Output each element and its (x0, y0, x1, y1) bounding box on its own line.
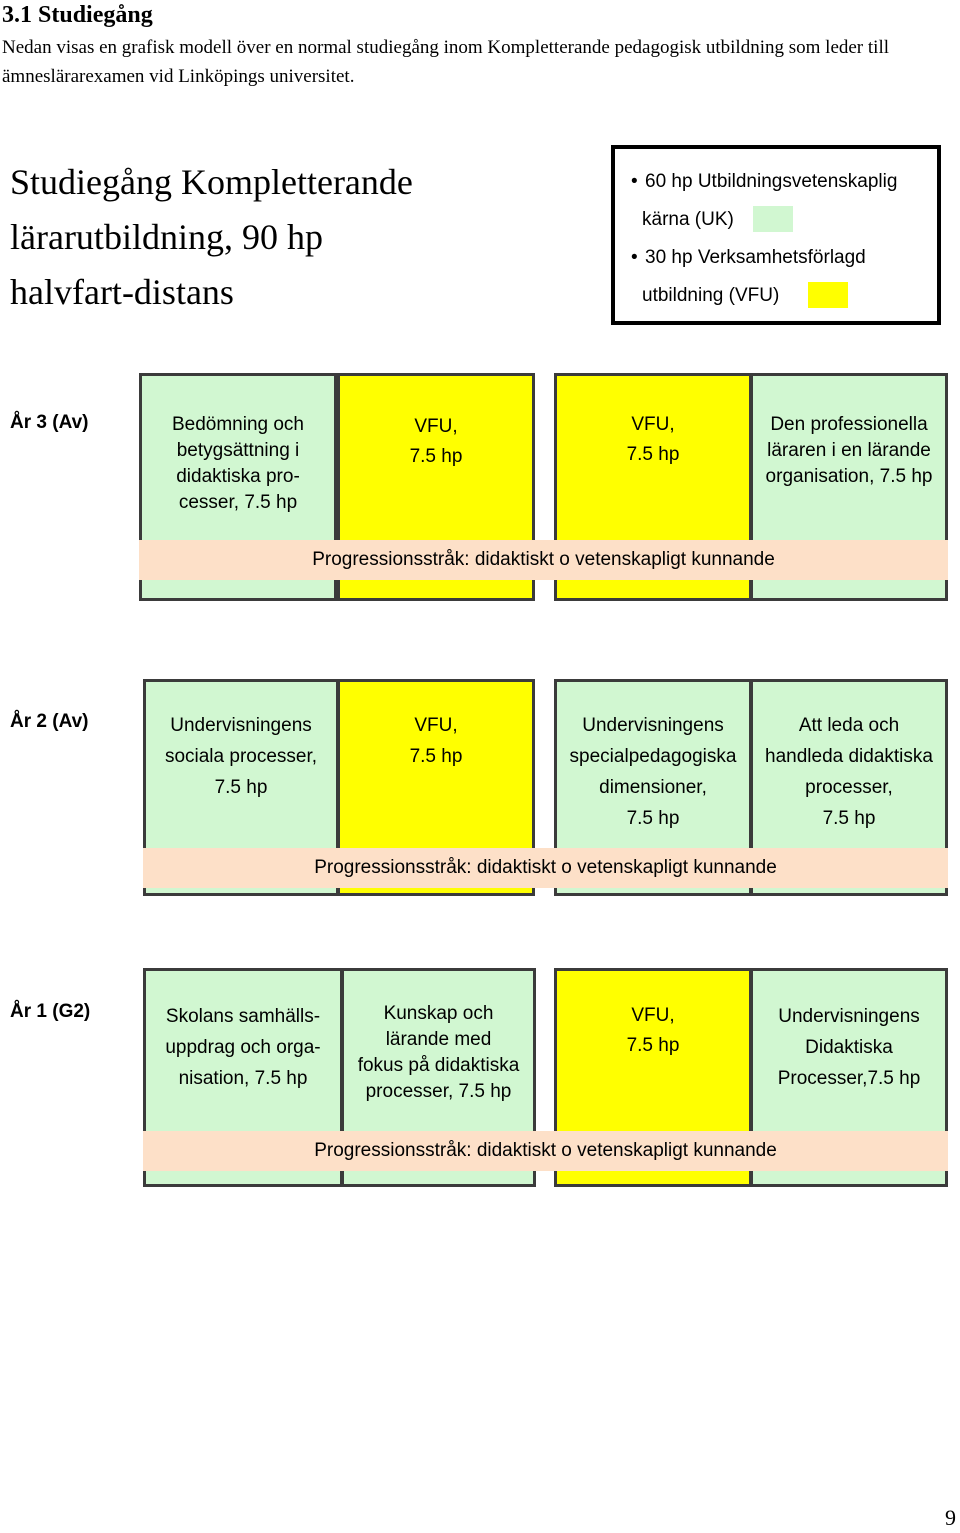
progression-strand: Progressionsstråk: didaktiskt o vetenska… (143, 848, 948, 888)
progression-strand: Progressionsstråk: didaktiskt o vetenska… (143, 1131, 948, 1171)
legend-item-uk-line-1: •60 hp Utbildningsvetenskaplig (631, 171, 898, 192)
diagram-title-line-1: Studiegång Kompletterande (10, 162, 413, 202)
progression-strand: Progressionsstråk: didaktiskt o vetenska… (139, 540, 948, 580)
year-label-3: År 3 (Av) (10, 412, 89, 433)
legend-item-vfu-line-1: •30 hp Verksamhetsförlagd (631, 247, 866, 268)
legend-box: •60 hp Utbildningsvetenskaplig kärna (UK… (611, 145, 941, 325)
page-number: 9 (945, 1505, 956, 1530)
diagram-title-line-3: halvfart-distans (10, 272, 234, 312)
legend-swatch-vfu (808, 282, 848, 308)
legend-swatch-uk (753, 206, 793, 232)
diagram-title-line-2: lärarutbildning, 90 hp (10, 217, 323, 257)
legend-bullet: • (631, 171, 638, 192)
legend-bullet: • (631, 247, 638, 268)
year-label-2: År 2 (Av) (10, 711, 89, 732)
section-heading: 3.1 Studiegång (2, 2, 153, 28)
diagram-title: Studiegång Kompletterande lärarutbildnin… (10, 155, 570, 320)
legend-item-vfu-line-2: utbildning (VFU) (642, 285, 780, 306)
year-label-1: År 1 (G2) (10, 1001, 91, 1022)
legend-item-uk-line-2: kärna (UK) (642, 209, 734, 230)
intro-paragraph: Nedan visas en grafisk modell över en no… (2, 37, 889, 87)
